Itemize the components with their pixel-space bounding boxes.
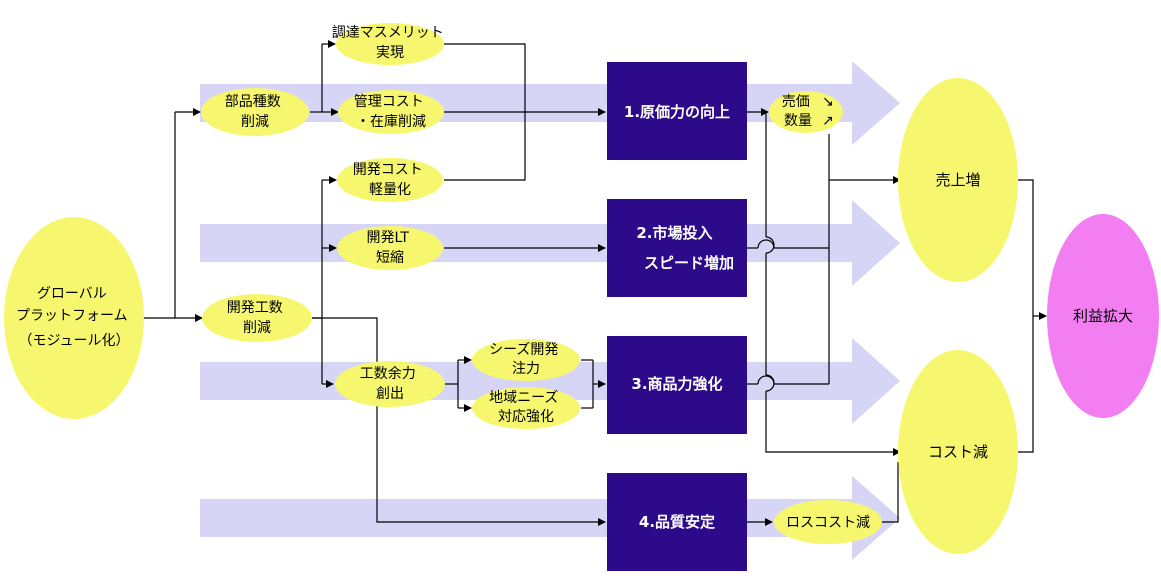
cost-down-node: コスト減	[898, 350, 1018, 554]
connectors	[143, 40, 1047, 526]
flow-bands	[200, 61, 900, 560]
box-product-strength: 3.商品力強化	[607, 336, 747, 434]
svg-text:部品種数 削減: 部品種数 削減	[225, 94, 285, 130]
svg-text:グローバル プラットフォーム: グローバル プラットフォーム （モジュール化）	[16, 286, 132, 349]
parts-reduction-node: 部品種数 削減	[201, 88, 309, 136]
mgmt-cost-node: 管理コスト ・在庫削減	[338, 90, 444, 134]
procurement-merit-node: 調達マスメリット 実現	[332, 23, 448, 65]
svg-text:利益拡大: 利益拡大	[1073, 307, 1133, 325]
dev-cost-node: 開発コスト 軽量化	[337, 158, 443, 202]
svg-text:地域ニーズ 対応強化: 地域ニーズ 対応強化	[489, 390, 563, 425]
loss-cost-node: ロスコスト減	[774, 500, 882, 544]
svg-text:調達マスメリット 実現: 調達マスメリット 実現	[332, 25, 448, 61]
svg-text:3.商品力強化: 3.商品力強化	[631, 375, 722, 393]
price-down-icon: ↘	[822, 94, 834, 110]
nodes: グローバル プラットフォーム （モジュール化） 部品種数 削減 開発工数 削減 …	[4, 23, 1159, 554]
outcome-boxes: 1.原価力の向上 2.市場投入 スピード増加 3.商品力強化 4.品質安定	[607, 62, 747, 571]
svg-text:売価 数量: 売価 数量	[782, 94, 814, 129]
svg-text:管理コスト ・在庫削減: 管理コスト ・在庫削減	[354, 94, 428, 130]
svg-text:売上増: 売上増	[935, 171, 980, 189]
regional-needs-node: 地域ニーズ 対応強化	[472, 387, 580, 429]
band-3	[200, 338, 900, 424]
dev-hours-reduction-node: 開発工数 削減	[202, 294, 312, 342]
volume-up-icon: ↗	[822, 113, 834, 129]
box-cost-competitiveness: 1.原価力の向上	[607, 62, 747, 160]
dev-lt-node: 開発LT 短縮	[337, 226, 443, 270]
svg-text:1.原価力の向上: 1.原価力の向上	[624, 103, 730, 121]
svg-text:工数余力 創出: 工数余力 創出	[360, 365, 420, 402]
box-quality-stability: 4.品質安定	[607, 473, 747, 571]
svg-text:シーズ開発 注力: シーズ開発 注力	[489, 342, 563, 377]
svg-text:コスト減: コスト減	[928, 443, 988, 461]
svg-text:開発工数 削減: 開発工数 削減	[227, 300, 287, 336]
profit-up-node: 利益拡大	[1047, 214, 1159, 418]
band-4	[200, 476, 900, 560]
sales-up-node: 売上増	[898, 78, 1018, 282]
band-2	[200, 200, 900, 286]
capacity-node: 工数余力 創出	[335, 361, 445, 407]
svg-text:ロスコスト減: ロスコスト減	[786, 514, 870, 531]
svg-text:4.品質安定: 4.品質安定	[639, 513, 715, 531]
svg-text:2.市場投入 スピード増加: 2.市場投入 スピード増加	[636, 224, 734, 272]
band-1	[200, 61, 900, 145]
platform-node: グローバル プラットフォーム （モジュール化）	[4, 217, 144, 419]
svg-text:開発LT 短縮: 開発LT 短縮	[367, 230, 414, 266]
price-volume-node: 売価 数量 ↘ ↗	[769, 91, 843, 133]
box-speed-to-market: 2.市場投入 スピード増加	[607, 199, 747, 297]
svg-text:開発コスト 軽量化: 開発コスト 軽量化	[353, 162, 427, 198]
seeds-dev-node: シーズ開発 注力	[472, 339, 580, 381]
